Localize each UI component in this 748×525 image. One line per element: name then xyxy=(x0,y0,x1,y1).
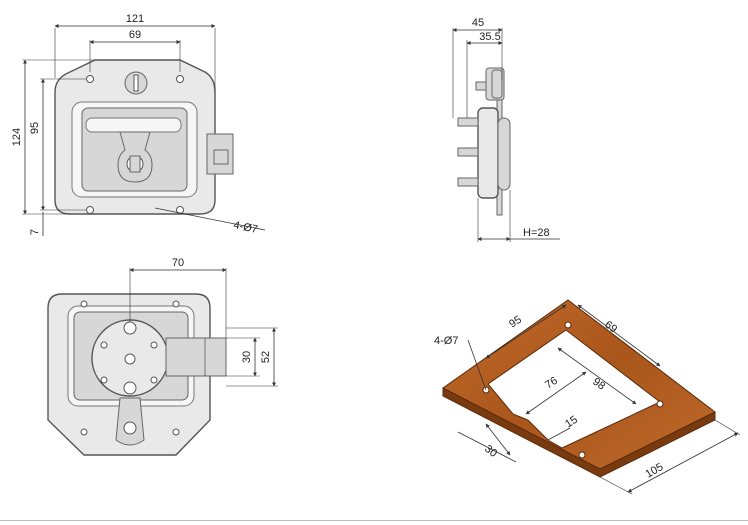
dim-30: 30 xyxy=(482,443,499,460)
dim-52: 52 xyxy=(260,351,272,363)
dim-98: 98 xyxy=(590,376,607,393)
dim-124: 124 xyxy=(11,128,23,146)
dim-45: 45 xyxy=(472,17,484,29)
dim-70: 70 xyxy=(172,257,184,269)
cutout-holes-callout: 4-Ø7 xyxy=(434,335,458,347)
back-view: 70 30 52 xyxy=(47,257,278,456)
bottom-divider xyxy=(0,520,748,521)
mount-hole xyxy=(86,75,94,83)
holes-callout: 4-Ø7 xyxy=(232,219,258,236)
front-view: 121 69 124 95 7 4-Ø7 xyxy=(11,13,266,236)
mount-hole xyxy=(176,75,184,83)
dim-69: 69 xyxy=(129,29,141,41)
dim-105: 105 xyxy=(644,461,666,481)
dim-30: 30 xyxy=(241,351,253,363)
dim-15: 15 xyxy=(563,414,580,431)
dim-7: 7 xyxy=(29,229,41,235)
cutout-view: 4-Ø7 95 69 76 98 15 30 105 xyxy=(434,299,741,495)
dim-121: 121 xyxy=(126,13,144,25)
dim-76: 76 xyxy=(543,375,560,392)
side-view: 45 35.5 H=28 xyxy=(452,17,560,242)
mount-hole xyxy=(176,206,184,214)
dim-95: 95 xyxy=(29,122,41,134)
dim-95: 95 xyxy=(507,314,524,331)
dim-h28: H=28 xyxy=(523,227,550,239)
mount-hole xyxy=(86,206,94,214)
dim-35-5: 35.5 xyxy=(479,31,500,43)
dim-69: 69 xyxy=(602,319,619,336)
